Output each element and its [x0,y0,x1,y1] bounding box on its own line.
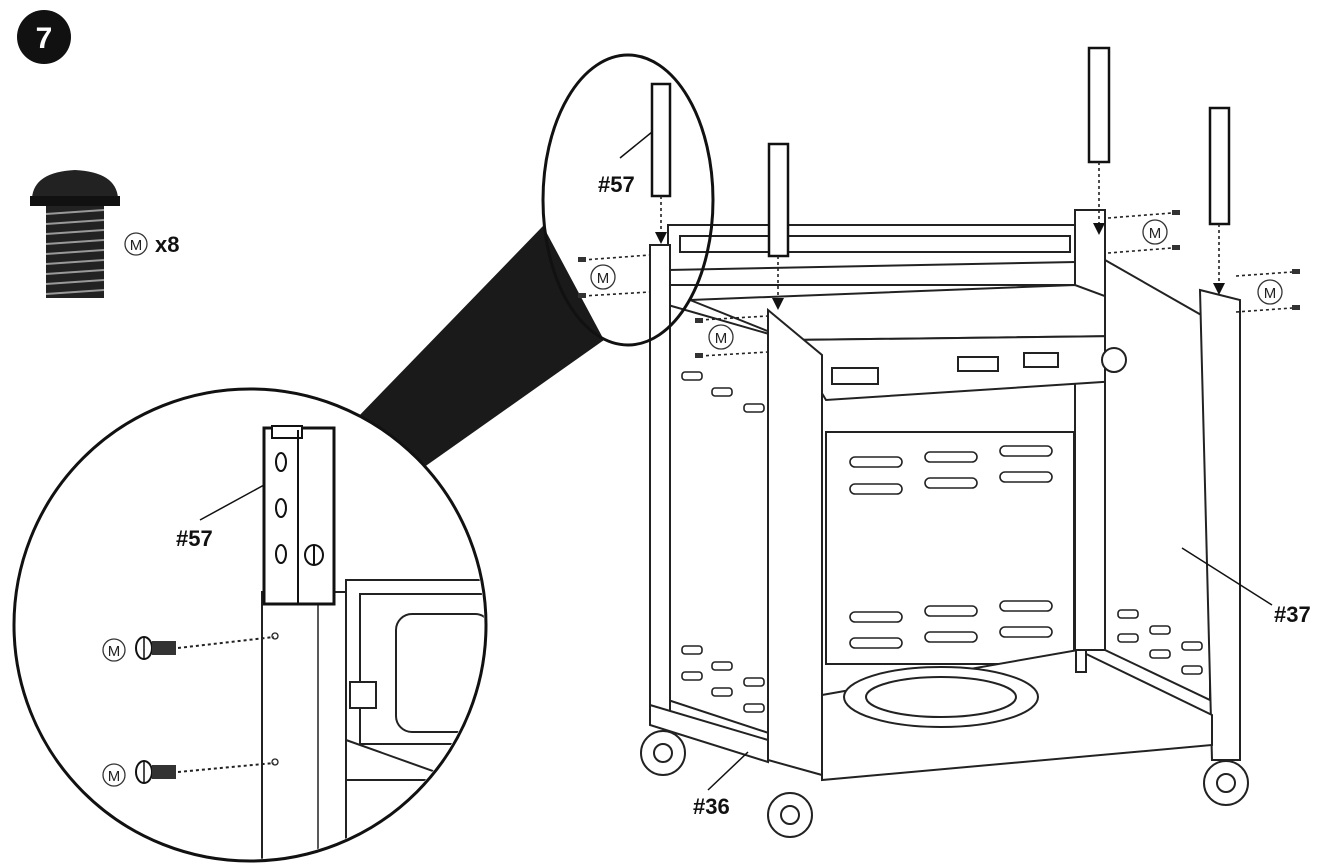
m-badge-label: M [715,330,728,347]
screw-icon [578,210,1300,358]
hardware-quantity: x8 [155,232,179,257]
zoom-cone [355,226,604,470]
callout-36: #36 [693,794,730,819]
step-badge: 7 [17,10,71,64]
m-badge-icon [1142,219,1168,245]
m-badge-label: M [1149,225,1162,242]
m-badge-icon [102,763,126,787]
m-badge-icon [708,324,734,350]
m-badge-label: M [108,768,121,785]
callout-57: #57 [598,172,635,197]
m-badge-label: M [597,270,610,287]
leg-extensions [650,46,1231,258]
screw-icon [30,170,120,298]
highlight-ellipse [541,53,715,347]
caster-wheel-icon [640,649,1249,838]
m-badge-icon [590,264,616,290]
screw-icon [135,760,176,784]
m-badge-icon [1257,279,1283,305]
detail-view: #57 M M [12,387,488,863]
m-badges: M M M M [590,219,1283,350]
down-arrow-icon [655,223,1225,310]
m-badge-label: M [108,643,121,660]
callout-37: #37 [1274,602,1311,627]
vent-slots [681,371,1203,713]
step-number: 7 [36,22,53,55]
hardware-legend: M x8 [124,232,179,257]
guide-lines [582,162,1293,357]
callout-57-detail: #57 [176,526,213,551]
m-badge-icon [102,638,126,662]
cart-assembly [649,209,1241,782]
m-badge-icon [124,232,148,256]
screw-icon [135,636,176,660]
m-badge-label: M [1264,285,1277,302]
hardware-code: M [130,237,143,254]
